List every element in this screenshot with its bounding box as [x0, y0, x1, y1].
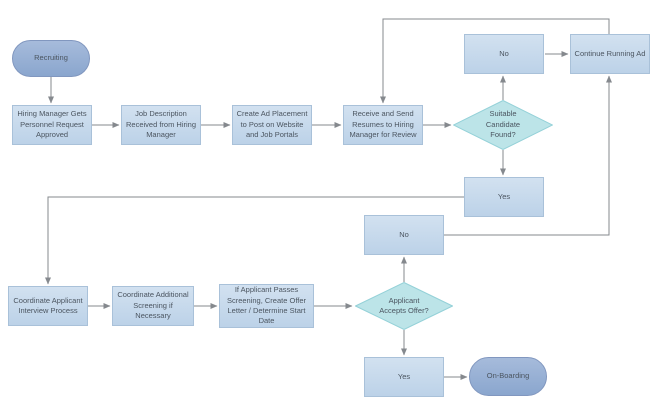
- edge-continue-ad-loop-to-receive-resumes: [380, 18, 610, 104]
- node-label: Create Ad Placement to Post on Website a…: [236, 109, 308, 140]
- node-label: Coordinate Applicant Interview Process: [13, 295, 83, 315]
- node-decision-suitable-candidate[interactable]: Suitable Candidate Found?: [453, 100, 553, 150]
- node-additional-screening[interactable]: Coordinate Additional Screening if Neces…: [112, 286, 194, 326]
- node-create-offer-letter[interactable]: If Applicant Passes Screening, Create Of…: [219, 284, 314, 328]
- node-label: No: [399, 229, 409, 239]
- node-label: Job Description Received from Hiring Man…: [125, 109, 197, 140]
- node-label: No: [499, 48, 509, 58]
- node-job-description-received[interactable]: Job Description Received from Hiring Man…: [121, 105, 201, 145]
- node-decision-accepts-offer[interactable]: Applicant Accepts Offer?: [355, 282, 453, 330]
- node-label: Coordinate Additional Screening if Neces…: [117, 290, 189, 321]
- node-label: Suitable Candidate Found?: [485, 109, 521, 140]
- node-receive-send-resumes[interactable]: Receive and Send Resumes to Hiring Manag…: [343, 105, 423, 145]
- node-label: On-Boarding: [486, 371, 530, 381]
- node-create-ad-placement[interactable]: Create Ad Placement to Post on Website a…: [232, 105, 312, 145]
- node-label: Continue Running Ad: [574, 48, 646, 58]
- node-personnel-request-approved[interactable]: Hiring Manager Gets Personnel Request Ap…: [12, 105, 92, 145]
- node-label: Yes: [397, 371, 411, 381]
- node-end-onboarding[interactable]: On-Boarding: [469, 357, 547, 396]
- node-start-recruiting[interactable]: Recruiting: [12, 40, 90, 77]
- edge-yes-to-interview-process: [45, 196, 464, 285]
- diamond-shape: [453, 100, 553, 150]
- node-continue-running-ad[interactable]: Continue Running Ad: [570, 34, 650, 74]
- node-label: Applicant Accepts Offer?: [379, 295, 429, 315]
- node-label: If Applicant Passes Screening, Create Of…: [226, 285, 307, 326]
- node-no-offer[interactable]: No: [364, 215, 444, 255]
- node-label: Recruiting: [34, 53, 68, 63]
- node-label: Hiring Manager Gets Personnel Request Ap…: [17, 109, 87, 140]
- edge-no-loop-to-continue-ad: [444, 75, 612, 236]
- diamond-shape: [355, 282, 453, 330]
- node-yes-candidate[interactable]: Yes: [464, 177, 544, 217]
- node-no-candidate[interactable]: No: [464, 34, 544, 74]
- node-label: Receive and Send Resumes to Hiring Manag…: [349, 109, 417, 140]
- node-coordinate-interview[interactable]: Coordinate Applicant Interview Process: [8, 286, 88, 326]
- node-label: Yes: [497, 191, 511, 201]
- node-yes-offer[interactable]: Yes: [364, 357, 444, 397]
